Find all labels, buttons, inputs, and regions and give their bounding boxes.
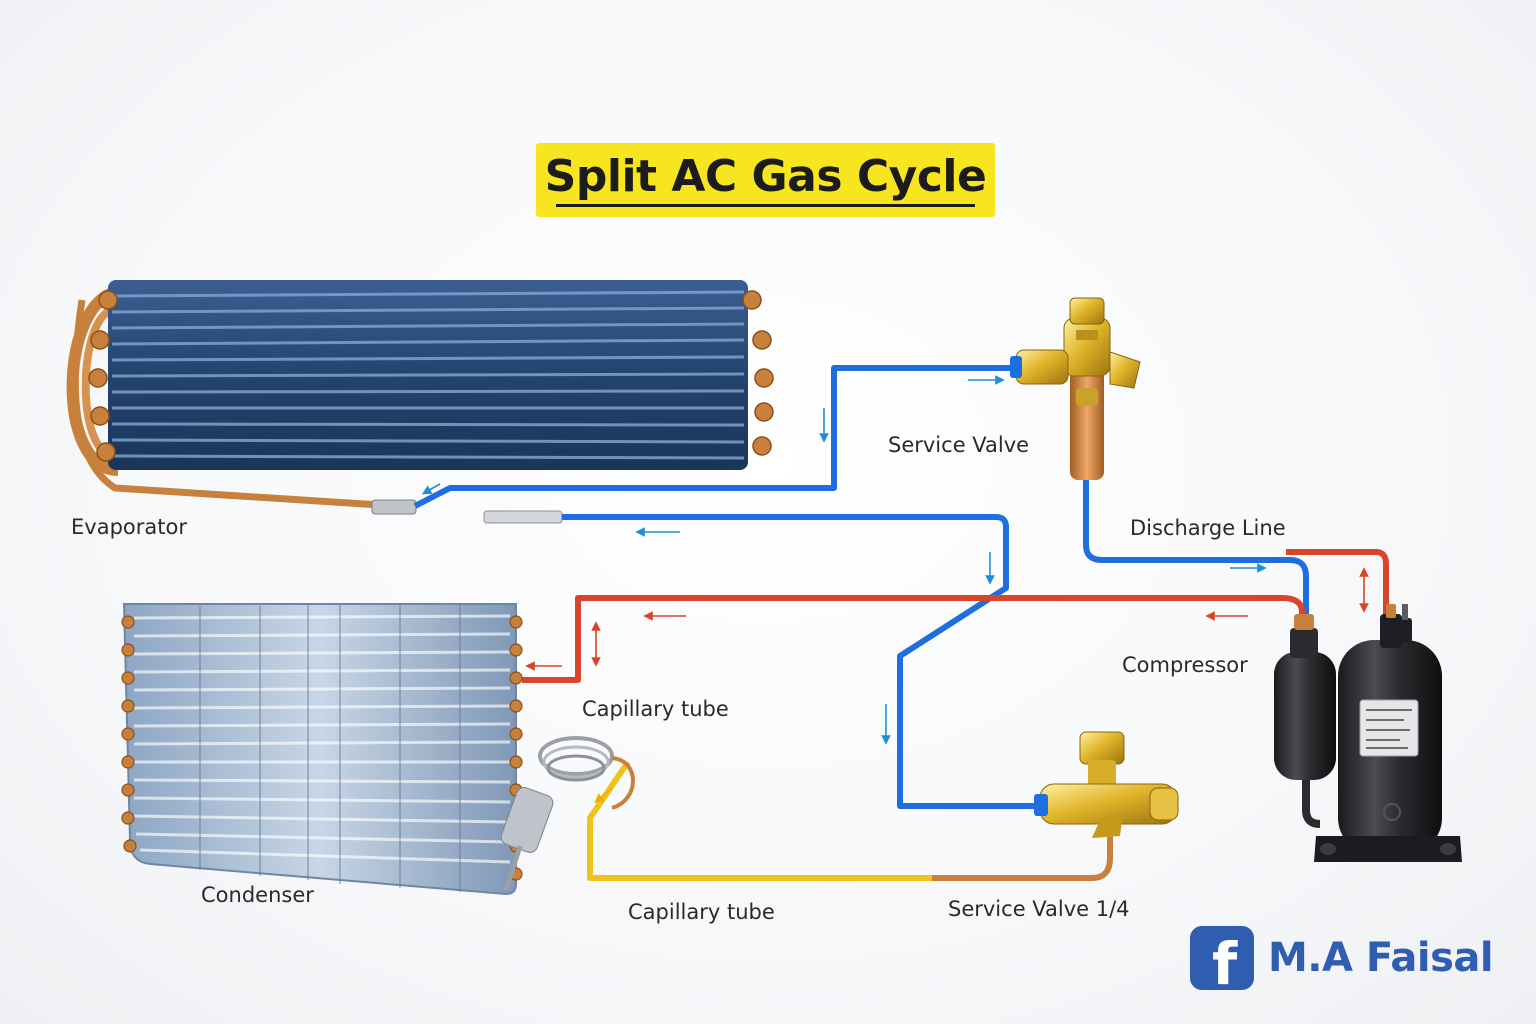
liquid-line: [587, 760, 932, 881]
service-valve-quarter: [1034, 731, 1179, 838]
condenser-coil: [121, 603, 523, 896]
label-compressor: Compressor: [1122, 653, 1248, 677]
label-condenser: Condenser: [201, 883, 314, 907]
liquid-line-copper: [932, 832, 1113, 881]
evaporator-fittings: [371, 499, 563, 524]
capillary-coil: [500, 736, 635, 891]
diagram-title: Split AC Gas Cycle: [544, 151, 987, 202]
hot-gas-line: [522, 595, 1305, 683]
evaporator-coil: [66, 280, 774, 509]
label-service-valve: Service Valve: [888, 433, 1030, 457]
discharge-red-line: [1286, 549, 1389, 628]
flow-arrows: [421, 375, 1369, 804]
title-underline: [556, 204, 975, 207]
discharge-line-blue: [1083, 478, 1309, 620]
title-banner: Split AC Gas Cycle: [536, 143, 995, 217]
label-evaporator: Evaporator: [71, 515, 187, 539]
suction-line-upper: [413, 365, 1018, 509]
suction-line-lower: [562, 514, 1040, 809]
label-discharge-line: Discharge Line: [1130, 516, 1286, 540]
label-service-valve-quarter: Service Valve 1/4: [948, 897, 1130, 921]
label-capillary-tube-lower: Capillary tube: [628, 900, 775, 924]
facebook-icon: f: [1190, 926, 1254, 990]
compressor: [1274, 604, 1462, 862]
brand-badge: f M.A Faisal: [1190, 926, 1494, 990]
label-capillary-tube-upper: Capillary tube: [582, 697, 729, 721]
service-valve: [1010, 297, 1141, 480]
brand-name: M.A Faisal: [1268, 935, 1494, 981]
